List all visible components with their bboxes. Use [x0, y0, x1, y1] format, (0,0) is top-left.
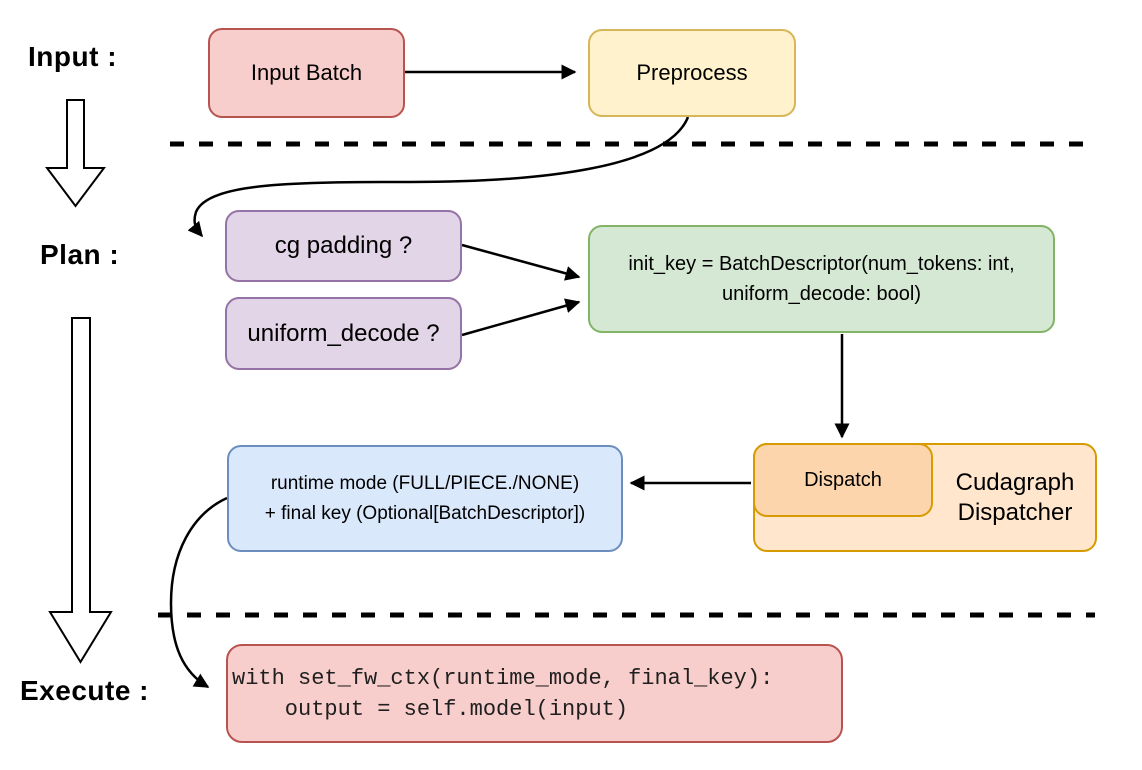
section-label-plan: Plan : [40, 239, 120, 270]
node-init-key-line2: uniform_decode: bool) [721, 283, 921, 305]
node-init-key-line1: init_key = BatchDescriptor(num_tokens: i… [628, 253, 1015, 275]
node-input-batch-label: Input Batch [250, 60, 363, 85]
node-dispatch: Dispatch [753, 443, 933, 517]
cudagraph-label-line2: Dispatcher [957, 498, 1073, 526]
plan-section-arrow-icon [48, 317, 113, 664]
execute-code-line2: output = self.model(input) [232, 696, 629, 722]
node-runtime-mode: runtime mode (FULL/PIECE./NONE) + final … [227, 445, 623, 552]
node-uniform-decode-label: uniform_decode ? [247, 319, 440, 347]
node-init-key: init_key = BatchDescriptor(num_tokens: i… [588, 225, 1055, 333]
arrow-runtimemode-to-executecode [169, 496, 228, 689]
section-label-execute: Execute : [20, 675, 149, 706]
node-runtime-mode-line1: runtime mode (FULL/PIECE./NONE) [270, 472, 580, 494]
execute-code-line1: with set_fw_ctx(runtime_mode, final_key)… [232, 665, 774, 691]
node-cg-padding-label: cg padding ? [274, 232, 413, 259]
node-uniform-decode: uniform_decode ? [225, 297, 462, 370]
node-cudagraph-dispatcher-label: Cudagraph Dispatcher [933, 443, 1097, 552]
node-preprocess-label: Preprocess [636, 60, 748, 85]
arrow-uniformdecode-to-initkey [461, 298, 581, 337]
node-cg-padding: cg padding ? [225, 210, 462, 282]
node-preprocess: Preprocess [588, 29, 796, 117]
node-dispatch-label: Dispatch [804, 468, 882, 491]
node-runtime-mode-line2: + final key (Optional[BatchDescriptor]) [264, 502, 586, 524]
section-label-input: Input : [28, 41, 118, 72]
input-section-arrow-icon [45, 99, 106, 208]
arrow-cgpadding-to-initkey [461, 243, 581, 281]
node-execute-code: with set_fw_ctx(runtime_mode, final_key)… [226, 644, 843, 743]
node-input-batch: Input Batch [208, 28, 405, 118]
cudagraph-label-line1: Cudagraph [955, 468, 1075, 496]
